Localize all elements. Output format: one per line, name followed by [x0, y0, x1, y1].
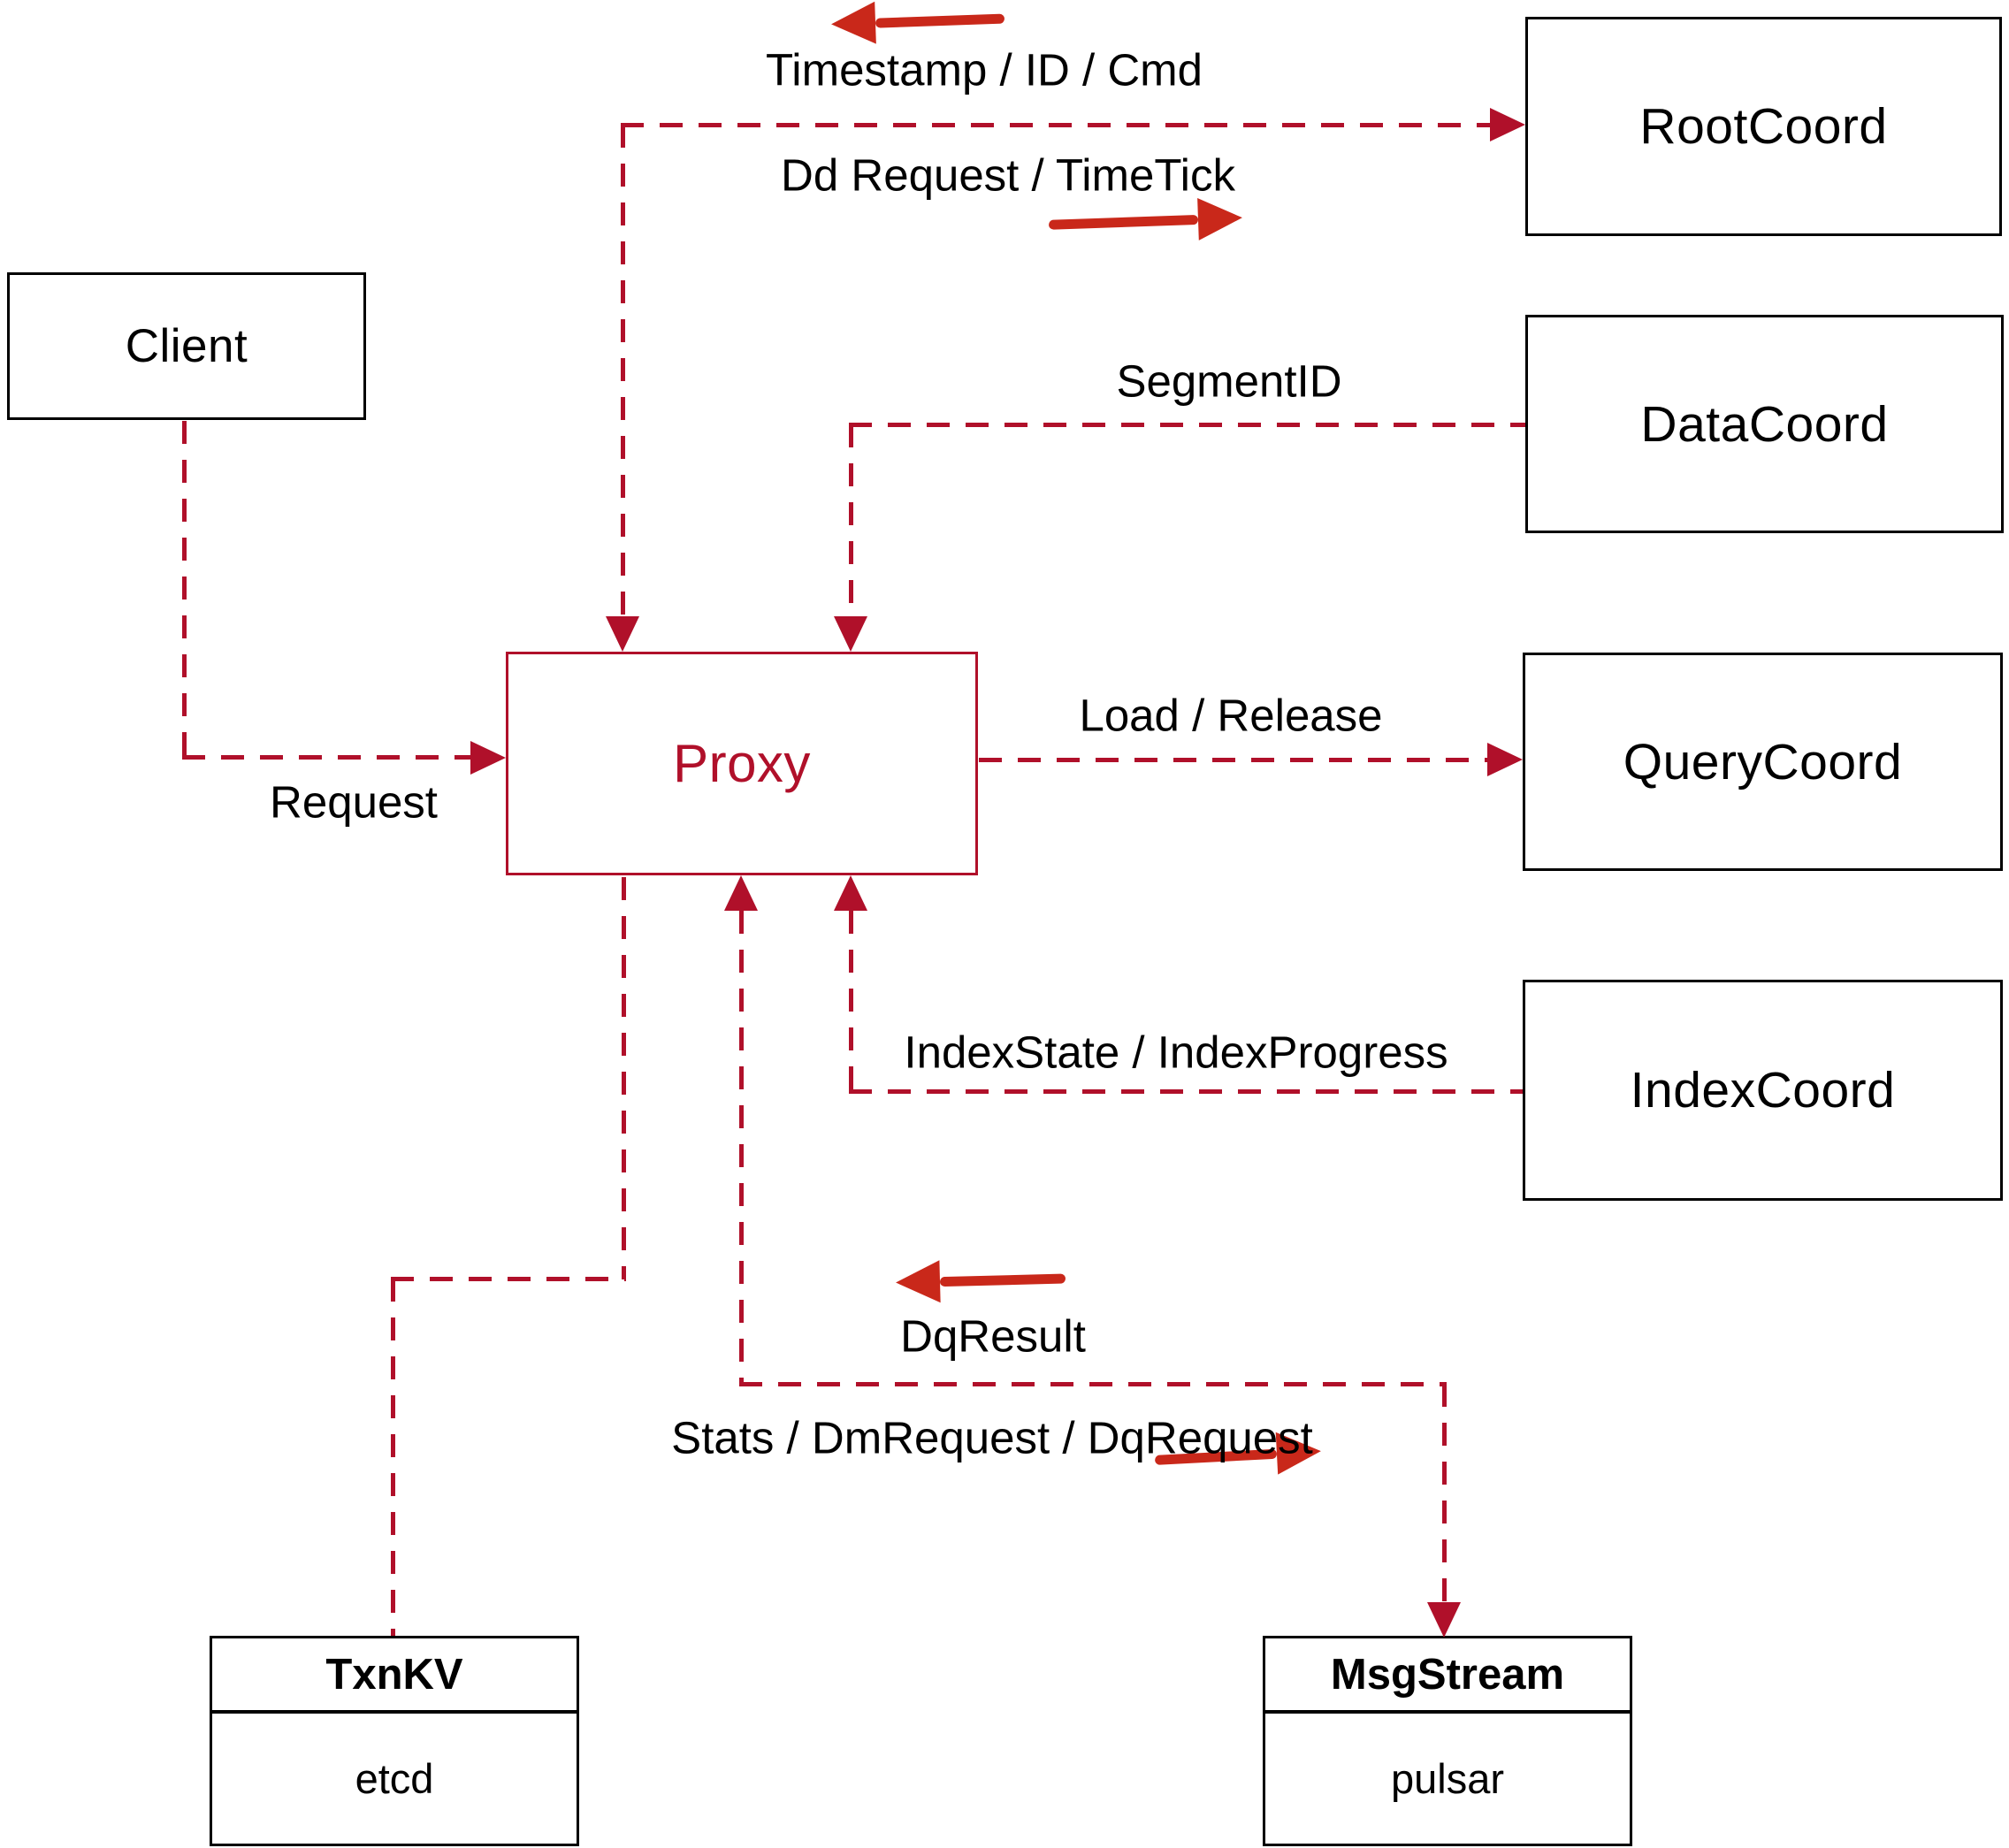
node-proxy-label: Proxy — [673, 734, 811, 793]
arrow-left-icon — [895, 1260, 941, 1304]
edge-client-proxy-horizontal — [182, 755, 474, 760]
edge-label-request: Request — [270, 776, 438, 828]
node-client: Client — [7, 272, 366, 420]
edge-indexcoord-proxy-vertical — [849, 911, 853, 1089]
flow-arrow-timestamp-return — [830, 0, 1005, 46]
node-rootcoord-label: RootCoord — [1639, 98, 1888, 155]
arrowhead-into-proxy-top-right — [834, 616, 867, 652]
edge-datacoord-proxy-horizontal — [849, 423, 1525, 427]
arrow-left-icon — [830, 1, 876, 46]
node-querycoord: QueryCoord — [1523, 653, 2003, 871]
flow-arrow-dqresult-return — [895, 1256, 1066, 1304]
edge-label-segmentid: SegmentID — [1116, 355, 1342, 407]
arrowhead-into-proxy-left — [470, 741, 506, 775]
node-querycoord-label: QueryCoord — [1623, 733, 1903, 790]
node-indexcoord: IndexCoord — [1523, 980, 2003, 1201]
edge-label-dd-request-timetick: Dd Request / TimeTick — [781, 149, 1235, 201]
edge-proxy-msgstream-vertical — [1442, 1384, 1447, 1602]
arrow-right-icon — [1197, 196, 1243, 241]
arrowhead-into-proxy-bottom-right — [834, 875, 867, 911]
edge-label-load-release: Load / Release — [1079, 690, 1383, 741]
edge-datacoord-proxy-vertical — [849, 424, 853, 616]
edge-label-timestamp-id-cmd: Timestamp / ID / Cmd — [765, 44, 1203, 95]
edge-indexcoord-proxy-horizontal — [849, 1089, 1523, 1094]
edge-proxy-querycoord — [979, 758, 1487, 762]
arrowhead-into-rootcoord — [1490, 108, 1525, 141]
node-proxy: Proxy — [506, 652, 978, 875]
edge-label-indexstate-indexprogress: IndexState / IndexProgress — [904, 1027, 1448, 1078]
arrowhead-into-msgstream — [1427, 1602, 1461, 1638]
edge-proxy-msgstream-horizontal — [739, 1382, 1447, 1386]
arrowhead-into-querycoord — [1487, 743, 1523, 776]
edge-proxy-rootcoord-vertical — [621, 125, 625, 616]
edge-proxy-txnkv-horizontal — [391, 1277, 626, 1281]
edge-client-proxy-vertical — [182, 421, 187, 758]
edge-label-stats-dmrequest-dqrequest: Stats / DmRequest / DqRequest — [671, 1412, 1313, 1463]
node-txnkv-subtitle: etcd — [355, 1755, 434, 1802]
node-datacoord-label: DataCoord — [1640, 395, 1889, 453]
node-txnkv-title: TxnKV — [212, 1638, 577, 1714]
node-client-label: Client — [125, 320, 248, 372]
edge-proxy-rootcoord-horizontal — [621, 123, 1490, 127]
arrowhead-into-proxy-bottom-left — [724, 875, 758, 911]
edge-proxy-txnkv-vertical-2 — [391, 1279, 395, 1636]
node-rootcoord: RootCoord — [1525, 17, 2002, 236]
node-msgstream: MsgStream pulsar — [1263, 1636, 1632, 1846]
node-msgstream-title: MsgStream — [1265, 1638, 1630, 1714]
arrowhead-into-proxy-top-left — [606, 616, 639, 652]
node-txnkv: TxnKV etcd — [210, 1636, 579, 1846]
edge-proxy-txnkv-vertical-1 — [622, 877, 626, 1279]
node-indexcoord-label: IndexCoord — [1630, 1062, 1896, 1119]
node-msgstream-subtitle: pulsar — [1390, 1755, 1504, 1802]
edge-label-dqresult: DqResult — [900, 1310, 1086, 1362]
edge-msgstream-proxy-vertical — [739, 911, 744, 1385]
flow-arrow-ddrequest-forward — [1048, 196, 1243, 246]
node-datacoord: DataCoord — [1525, 315, 2004, 533]
